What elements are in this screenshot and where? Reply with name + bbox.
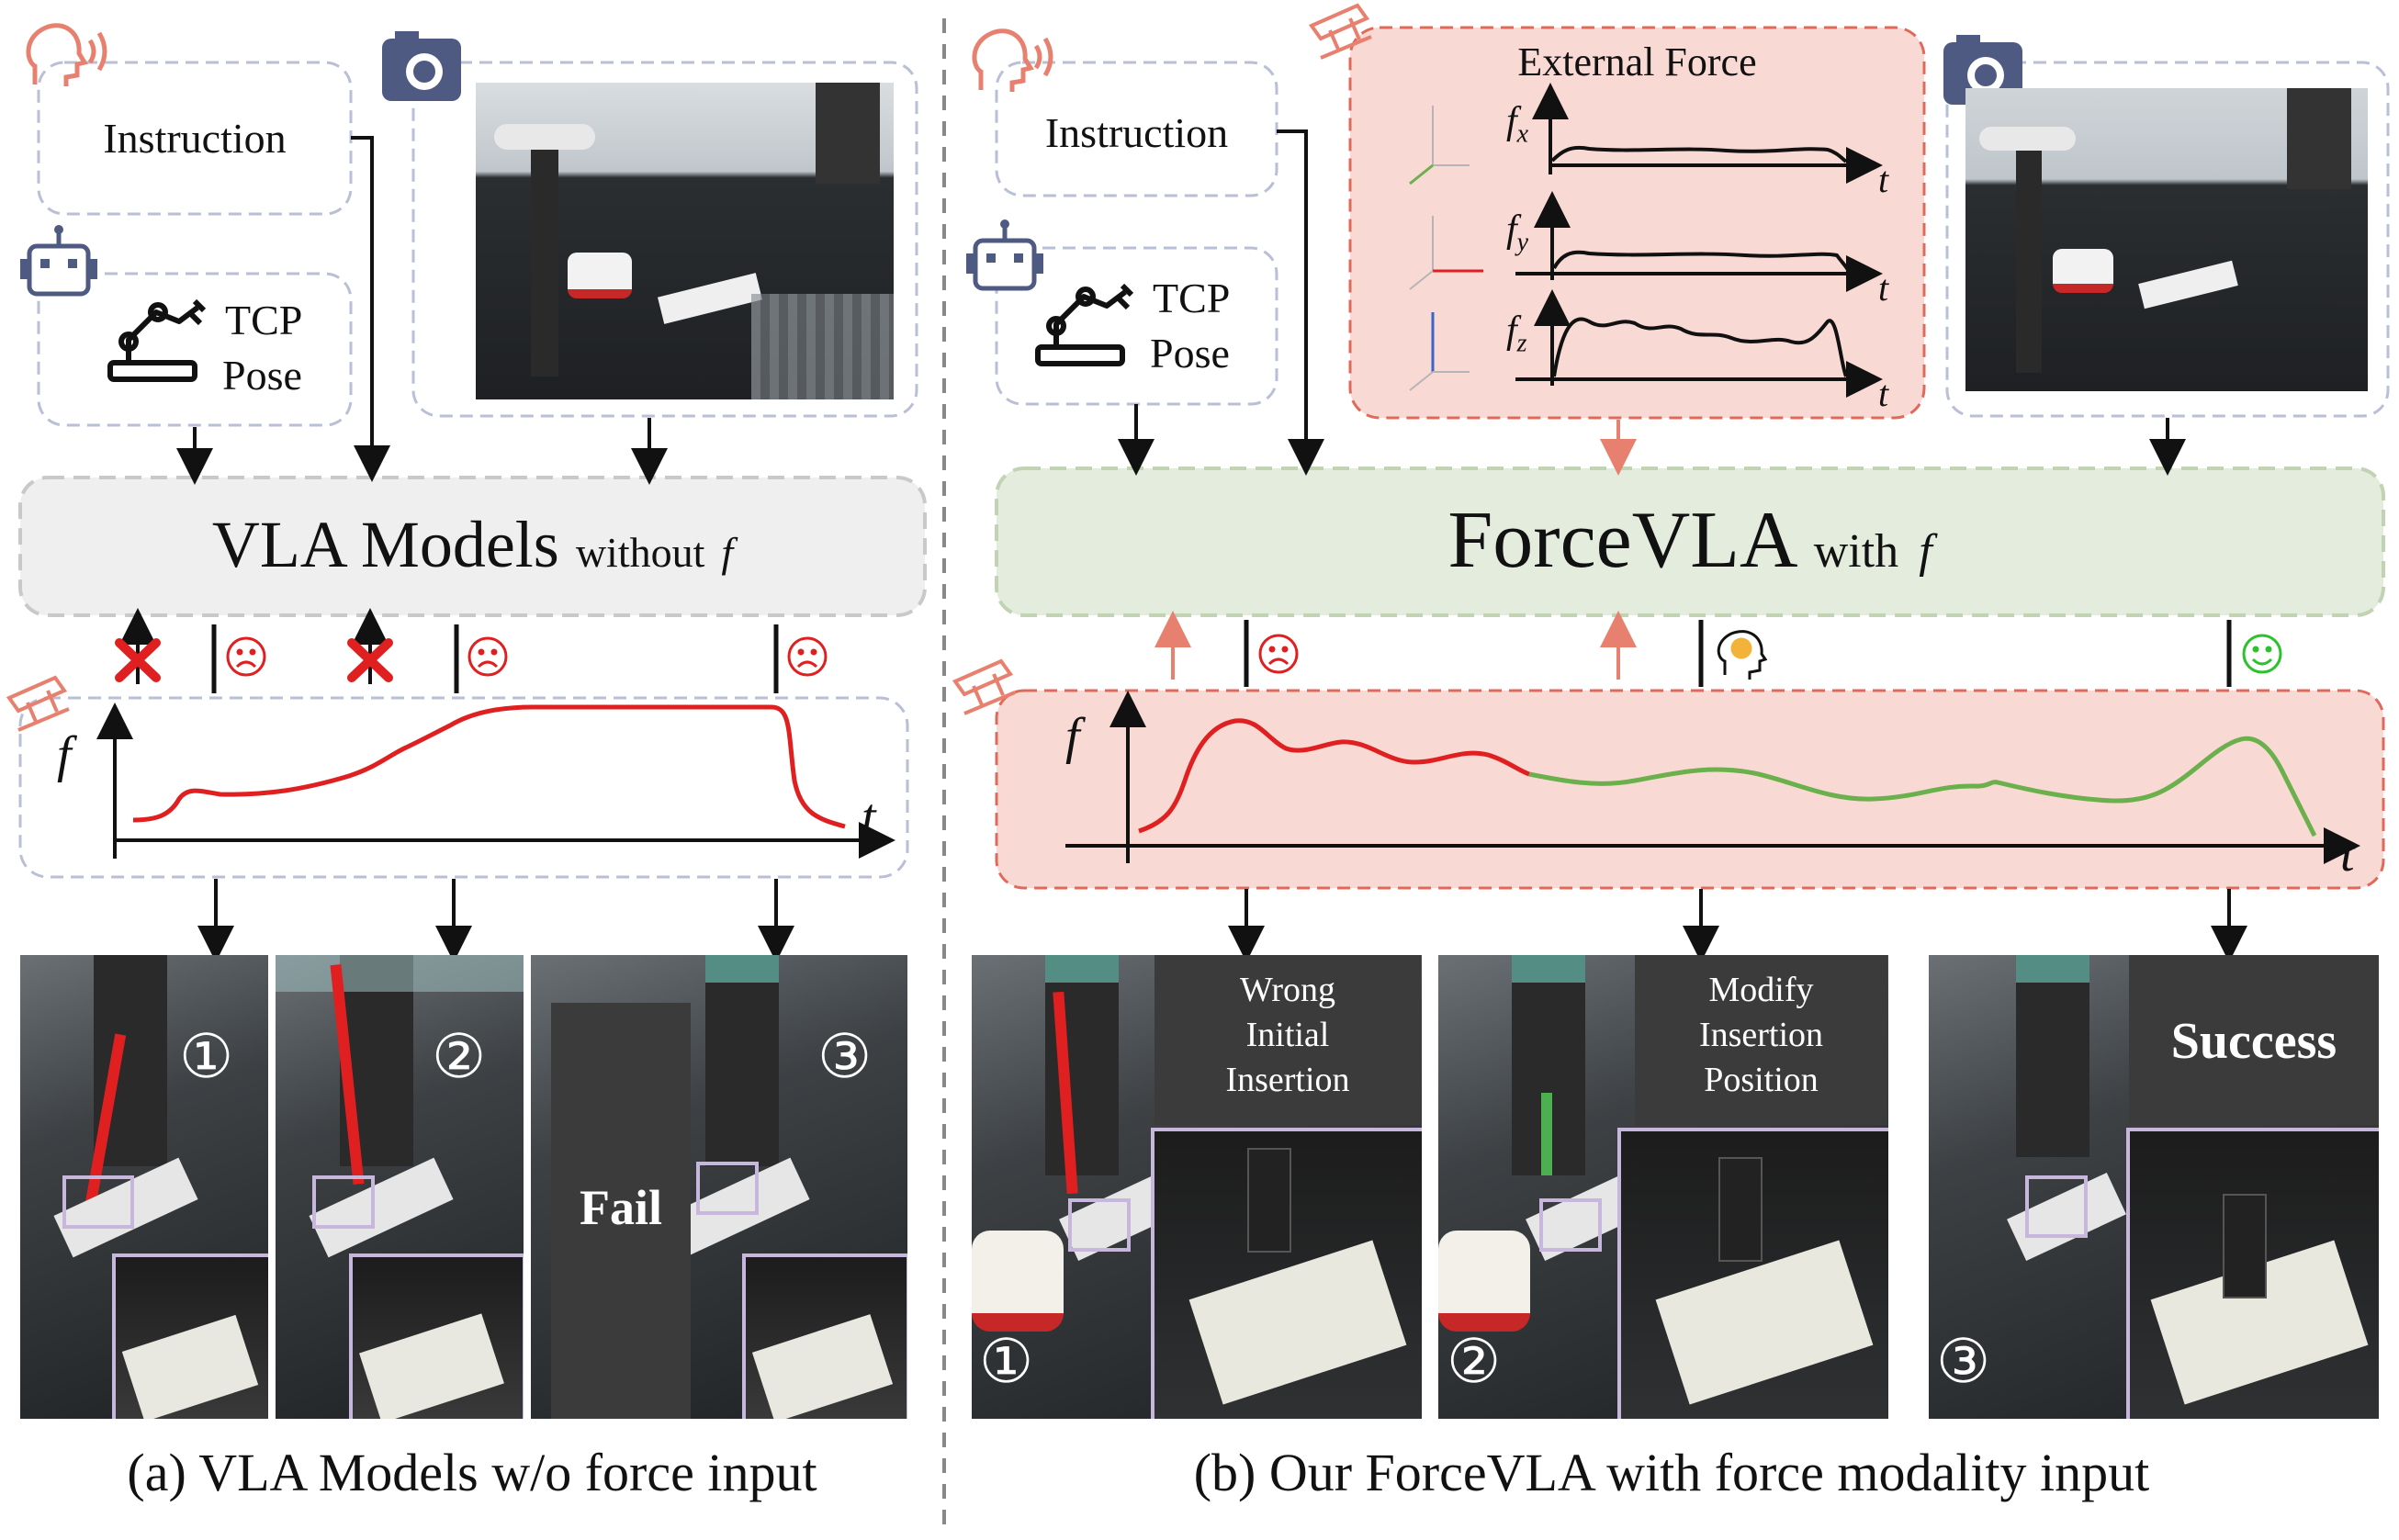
fx-f: f bbox=[1506, 100, 1517, 142]
modify-line-2: Insertion bbox=[1698, 1016, 1824, 1054]
right-model-title: ForceVLA with f bbox=[997, 494, 2383, 587]
wrong-line-2: Initial bbox=[1245, 1016, 1330, 1054]
left-model-f: f bbox=[721, 529, 734, 576]
fy-sub: y bbox=[1516, 228, 1529, 257]
cross-mark-2 bbox=[347, 638, 393, 682]
robot-arm-icon bbox=[1035, 283, 1134, 366]
right-force-y-label: f bbox=[1065, 708, 1080, 765]
axis-z-icon bbox=[1409, 312, 1470, 391]
right-model-main: ForceVLA bbox=[1447, 496, 1794, 585]
external-force-box bbox=[1348, 26, 1926, 420]
right-caption: (b) Our ForceVLA with force modality inp… bbox=[1193, 1443, 2150, 1502]
fz-label: fz bbox=[1506, 309, 1527, 358]
left-tcp-line2: Pose bbox=[222, 352, 302, 399]
right-force-box bbox=[995, 689, 2385, 890]
right-camera-photo bbox=[1965, 88, 2368, 391]
left-model-title: VLA Models without f bbox=[20, 507, 925, 583]
right-step-1: ① bbox=[979, 1326, 1034, 1397]
fy-f: f bbox=[1506, 208, 1517, 251]
wrong-insertion-box: Wrong Initial Insertion bbox=[1154, 955, 1421, 1125]
wrong-line-1: Wrong bbox=[1240, 971, 1335, 1009]
left-model-box bbox=[18, 476, 927, 617]
right-instruction-label: Instruction bbox=[1044, 109, 1229, 156]
sad-face-icon bbox=[1258, 634, 1299, 674]
success-box: Success bbox=[2129, 955, 2379, 1125]
left-photo-2 bbox=[276, 955, 524, 1419]
left-force-x-label: t bbox=[862, 789, 876, 846]
right-step-3: ③ bbox=[1936, 1326, 1991, 1397]
fz-sub: z bbox=[1516, 329, 1527, 358]
fz-t-label: t bbox=[1878, 373, 1889, 414]
thinking-head-icon bbox=[1717, 630, 1768, 680]
left-instruction-label: Instruction bbox=[103, 115, 287, 162]
modify-line-3: Position bbox=[1704, 1061, 1819, 1099]
success-label: Success bbox=[2170, 1013, 2337, 1070]
camera-icon bbox=[382, 31, 461, 101]
force-sensor-icon bbox=[6, 675, 70, 732]
sad-face-icon bbox=[787, 636, 828, 677]
sad-face-icon bbox=[467, 636, 508, 677]
robot-arm-icon bbox=[107, 298, 207, 382]
speaking-head-icon bbox=[972, 28, 1053, 92]
force-sensor-icon bbox=[952, 658, 1016, 715]
robot-head-icon bbox=[20, 225, 97, 297]
wrong-line-3: Insertion bbox=[1225, 1061, 1350, 1099]
left-force-box bbox=[18, 696, 909, 879]
right-force-curve-green bbox=[1528, 736, 2317, 837]
cross-mark-1 bbox=[115, 638, 161, 682]
modify-line-1: Modify bbox=[1708, 971, 1814, 1009]
left-photo-1 bbox=[20, 955, 268, 1419]
fx-plot bbox=[1532, 83, 1883, 184]
left-model-sub: without bbox=[575, 529, 705, 576]
force-sensor-icon bbox=[1308, 3, 1372, 60]
left-force-curve bbox=[132, 704, 846, 829]
fail-label: Fail bbox=[580, 1180, 662, 1235]
axis-y-icon bbox=[1409, 216, 1483, 290]
modify-position-box: Modify Insertion Position bbox=[1635, 955, 1887, 1125]
left-step-2: ② bbox=[432, 1021, 487, 1092]
fy-plot bbox=[1515, 191, 1883, 292]
right-tcp-line1: TCP bbox=[1153, 275, 1231, 321]
happy-face-icon bbox=[2242, 634, 2282, 674]
right-model-box bbox=[995, 466, 2385, 617]
fx-t-label: t bbox=[1878, 159, 1889, 200]
right-tcp-line2: Pose bbox=[1150, 330, 1230, 377]
axis-x-icon bbox=[1409, 106, 1470, 185]
external-force-title: External Force bbox=[1517, 39, 1757, 84]
fy-label: fy bbox=[1506, 208, 1528, 257]
left-caption: (a) VLA Models w/o force input bbox=[127, 1443, 817, 1502]
arrow-instr-to-model bbox=[351, 136, 390, 482]
right-model-f: f bbox=[1919, 525, 1932, 578]
left-tcp-box bbox=[37, 272, 353, 427]
right-photo-1 bbox=[972, 955, 1422, 1419]
fy-t-label: t bbox=[1878, 267, 1889, 309]
fz-f: f bbox=[1506, 309, 1517, 352]
speaking-head-icon bbox=[26, 23, 107, 86]
left-step-3: ③ bbox=[817, 1021, 873, 1092]
sad-face-icon bbox=[226, 636, 266, 677]
right-step-2: ② bbox=[1447, 1326, 1502, 1397]
robot-head-icon bbox=[966, 219, 1043, 291]
left-camera-photo bbox=[476, 83, 894, 399]
fz-plot bbox=[1515, 289, 1883, 398]
right-force-curve-red bbox=[1138, 718, 1530, 834]
left-tcp-line1: TCP bbox=[225, 297, 303, 343]
left-step-1: ① bbox=[179, 1021, 234, 1092]
fx-sub: x bbox=[1516, 119, 1529, 149]
fx-label: fx bbox=[1506, 99, 1528, 149]
left-model-main: VLA Models bbox=[211, 508, 559, 581]
right-model-sub: with bbox=[1813, 525, 1899, 578]
right-instruction-box bbox=[995, 61, 1278, 197]
right-force-x-label: t bbox=[2340, 826, 2355, 882]
arrow-r-instr-to-model bbox=[1277, 129, 1324, 476]
left-force-y-label: f bbox=[57, 726, 72, 783]
fail-box: Fail bbox=[551, 1003, 691, 1419]
